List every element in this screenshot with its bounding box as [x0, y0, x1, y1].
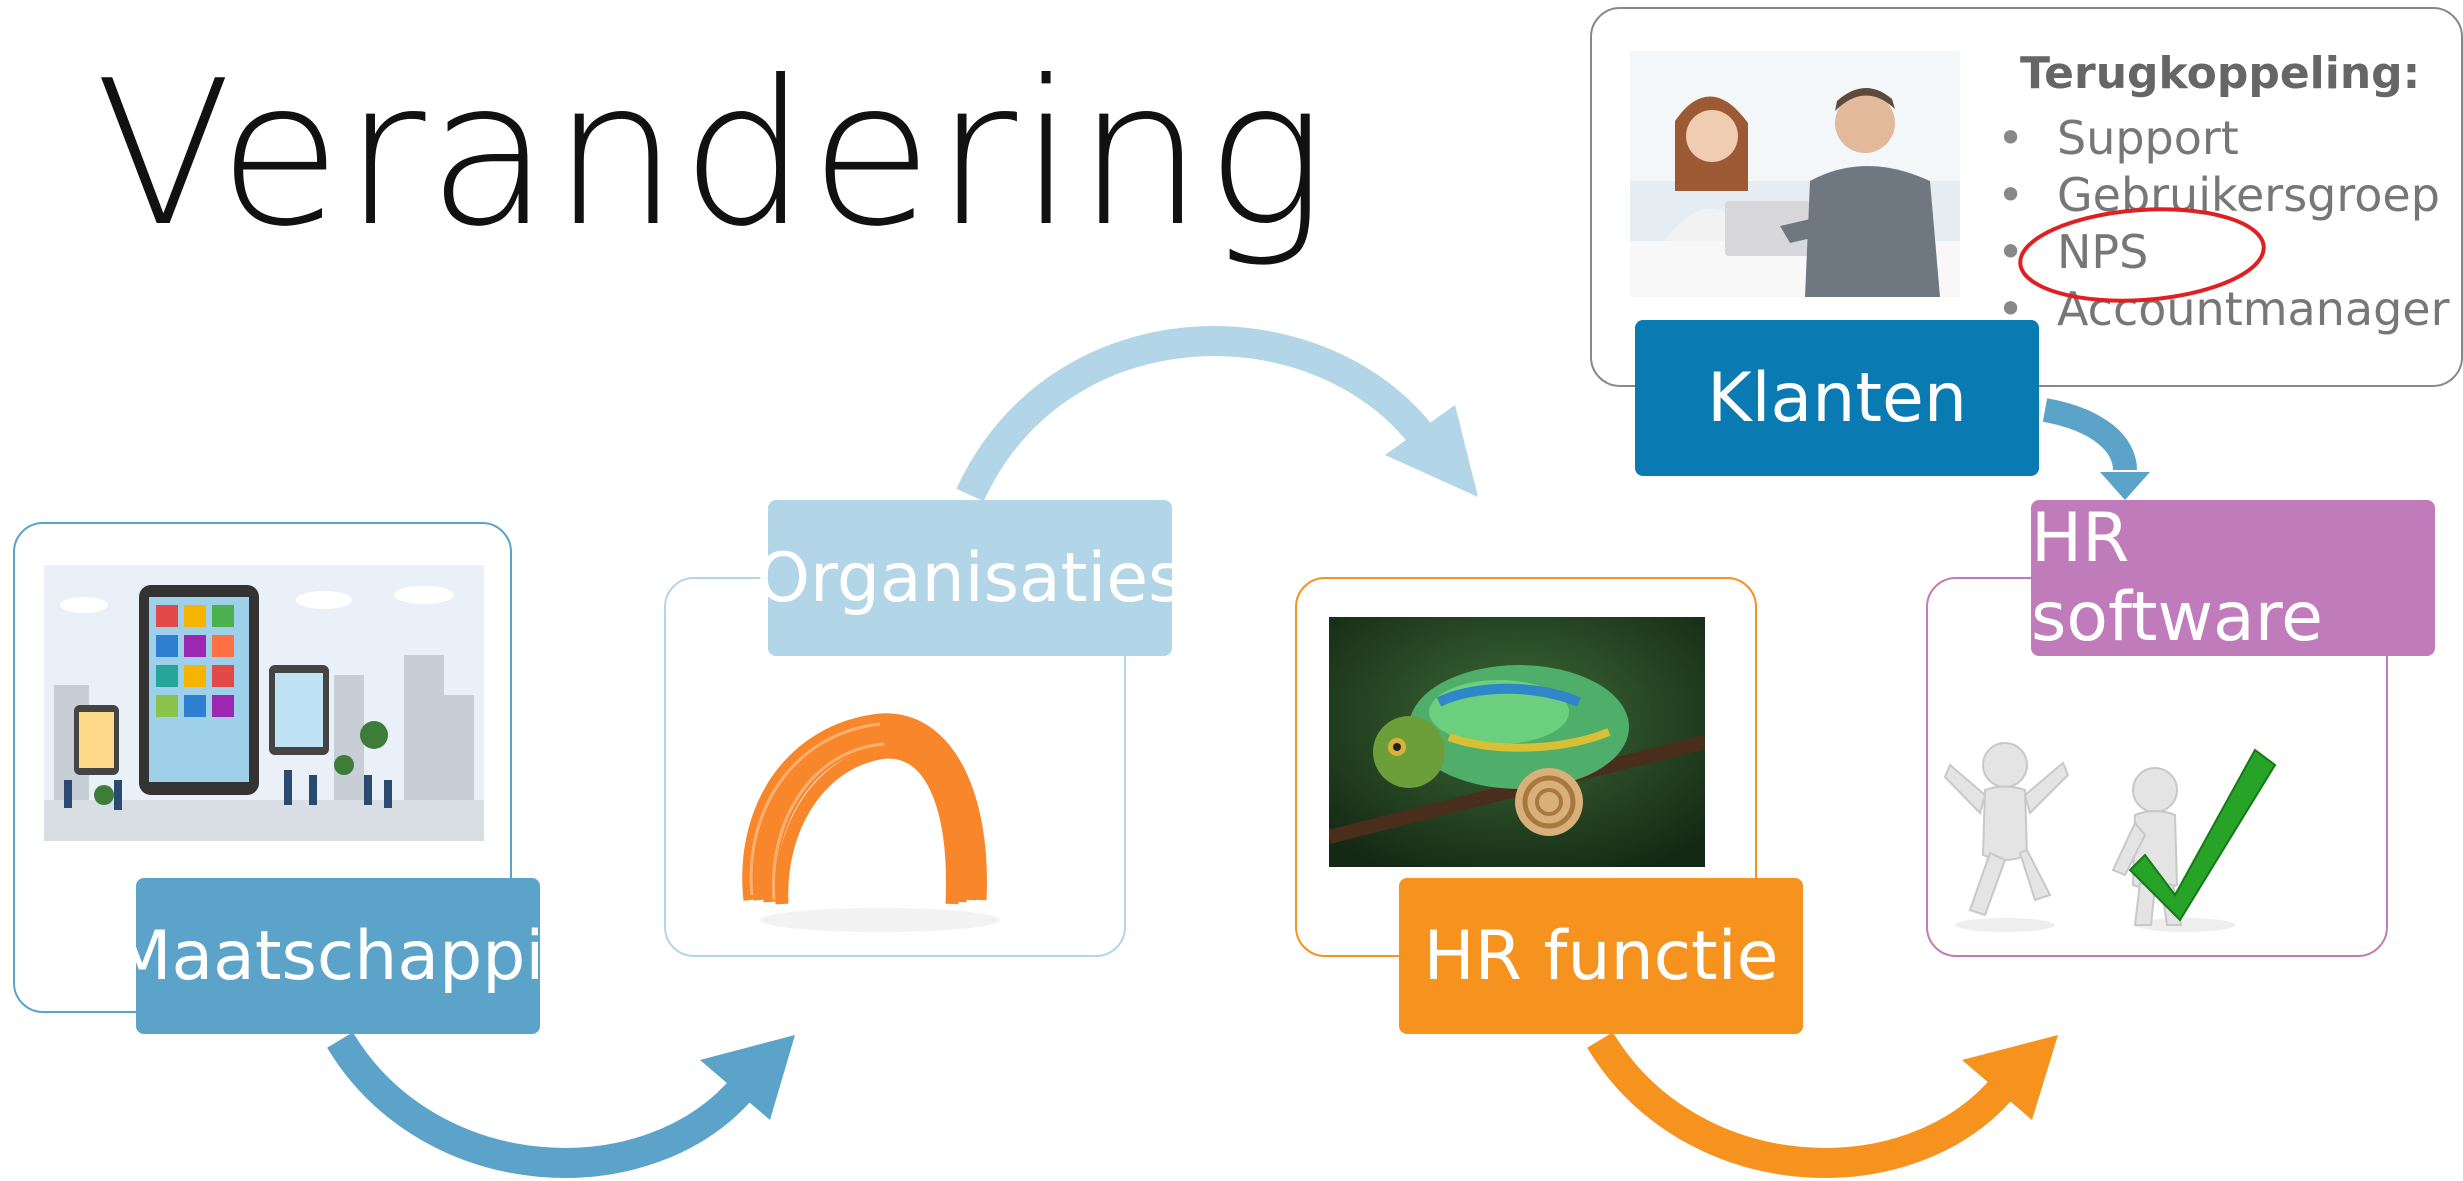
orange-spring-image [730, 690, 1010, 940]
customer-meeting-photo [1630, 51, 1960, 297]
chameleon-photo [1329, 617, 1705, 867]
feedback-title: Terugkoppeling: [2020, 48, 2421, 99]
arrow-organisaties-to-hr-functie [956, 326, 1478, 502]
arrow-maatschappij-to-organisaties [327, 1032, 795, 1178]
feedback-list: Support Gebruikersgroep NPS Accountmanag… [1997, 110, 2449, 338]
nps-highlight-circle [2018, 207, 2266, 303]
arrow-hr-functie-to-hr-software [1587, 1032, 2058, 1178]
feedback-item-accountmanager: Accountmanager [1997, 281, 2449, 338]
feedback-item-nps: NPS [1997, 224, 2449, 281]
feedback-item-support: Support [1997, 110, 2449, 167]
hr-software-label: HR software [2031, 499, 2435, 657]
maatschappij-label: Maatschappij [113, 878, 563, 1034]
organisaties-label: Organisaties [756, 500, 1184, 656]
hr-functie-label: HR functie [1399, 878, 1803, 1034]
klanten-label: Klanten [1635, 320, 2039, 476]
city-technology-illustration [44, 565, 484, 841]
happy-figures-checkmark-image [1935, 735, 2325, 935]
arrow-klanten-to-hr-software [2042, 398, 2150, 500]
slide-title: Verandering [95, 38, 1328, 271]
